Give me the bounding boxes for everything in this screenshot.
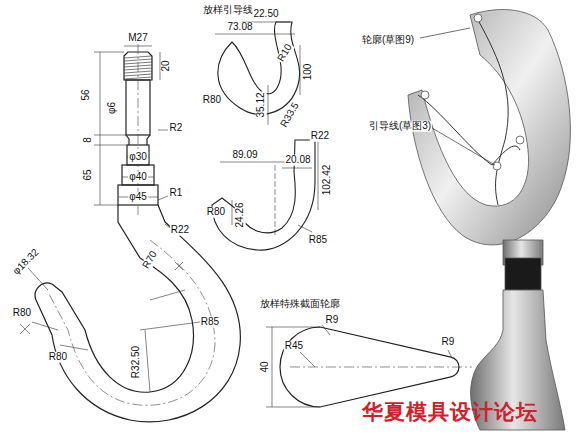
radius-dimension: R33.5	[278, 100, 301, 130]
thread-dimension: M27	[127, 33, 148, 44]
radius-dimension: R9	[325, 315, 340, 326]
diameter-dimension: φ40	[128, 172, 148, 183]
dimension-value: 73.08	[226, 22, 253, 33]
dimension-value: 24.26	[235, 201, 246, 228]
radius-dimension: R2	[169, 123, 184, 134]
diameter-dimension: φ45	[128, 192, 148, 203]
hook-3d-model	[408, 10, 570, 430]
dimension-line	[272, 327, 273, 407]
radius-dimension: R80	[202, 95, 222, 106]
profile-sketch	[275, 165, 276, 235]
dimension-line	[158, 130, 168, 131]
dimension-line	[100, 145, 101, 205]
profile-sketch	[212, 140, 315, 250]
watermark: 华夏模具设计论坛	[361, 401, 539, 423]
profile-sketch	[212, 140, 315, 250]
dimension-line	[60, 345, 88, 350]
center-line	[48, 240, 215, 405]
radius-dimension: R45	[284, 341, 304, 352]
diameter-dimension: φ6	[107, 101, 118, 115]
radius-dimension: R32.50	[131, 345, 142, 379]
sketch-title: 放样引导线	[202, 5, 254, 16]
radius-dimension: R85	[308, 235, 328, 246]
dimension-line	[124, 46, 152, 47]
dimension-value: 89.09	[231, 150, 258, 161]
dimension-value: 22.50	[252, 9, 279, 20]
dimension-line	[94, 205, 118, 206]
hook-3d-model	[493, 162, 501, 170]
dimension-line	[100, 135, 101, 145]
dimension-line	[232, 200, 233, 225]
dimension-line	[175, 262, 183, 270]
hook-3d-model	[478, 20, 508, 205]
dimension-line	[322, 325, 330, 335]
radius-dimension: R80	[48, 352, 68, 363]
dimension-line	[318, 142, 319, 210]
radius-dimension: R22	[170, 225, 190, 236]
dimension-line	[32, 322, 58, 330]
hook-outline	[122, 165, 154, 185]
section-profile	[280, 327, 459, 407]
radius-dimension: R70	[140, 249, 159, 272]
hook-3d-model	[418, 95, 520, 165]
dimension-line	[100, 52, 101, 135]
hook-3d-model	[516, 136, 524, 144]
hook-outline	[124, 59, 152, 61]
dimension-value: 56	[81, 88, 92, 101]
leader-line	[420, 28, 495, 165]
dimension-line	[282, 168, 312, 169]
dimension-line	[145, 330, 150, 392]
hook-3d-model	[474, 14, 482, 22]
dimension-line	[20, 324, 30, 334]
radius-dimension: R22	[310, 131, 330, 142]
diameter-dimension: φ30	[128, 152, 148, 163]
dimension-line	[158, 196, 168, 200]
dimension-value: 35.12	[256, 91, 267, 118]
hook-3d-model	[408, 10, 570, 245]
dimension-value: 65	[83, 168, 94, 181]
dimension-line	[150, 290, 185, 300]
dimension-line	[94, 52, 124, 53]
dimension-line	[94, 135, 126, 136]
dimension-value: 40	[260, 360, 271, 373]
dimension-line	[20, 324, 30, 334]
section-profile	[280, 327, 459, 407]
dimension-line	[300, 352, 315, 367]
leader-line	[432, 128, 495, 165]
dimension-value: 102.42	[322, 164, 333, 197]
hook-outline	[124, 77, 152, 79]
callout-label: 轮廓(草图9)	[361, 35, 415, 46]
dimension-line	[215, 34, 295, 35]
dimension-line	[94, 145, 127, 146]
dimension-line	[28, 268, 48, 290]
radius-dimension: R80	[206, 207, 226, 218]
center-line	[138, 44, 139, 215]
radius-dimension: R9	[441, 337, 456, 348]
dimension-value: 8	[83, 136, 94, 144]
dimension-line	[140, 322, 200, 330]
dimension-line	[20, 22, 452, 407]
diameter-dimension: φ18.32	[10, 246, 41, 277]
hook-3d-model	[505, 258, 541, 290]
leader-line	[420, 28, 470, 38]
hook-3d-model	[421, 91, 429, 99]
radius-dimension: R80	[12, 308, 32, 319]
callout-label: 引导线(草图3)	[368, 121, 432, 132]
center-line	[290, 367, 472, 368]
sketch-title: 放样特殊截面轮廓	[259, 299, 341, 310]
radius-dimension: R1	[169, 188, 184, 199]
radius-dimension: R10	[275, 42, 294, 65]
dimension-line	[268, 85, 269, 125]
hook-outline	[35, 205, 240, 422]
dimension-line	[175, 262, 183, 270]
dimension-value: 20	[161, 59, 172, 72]
dimension-value: 20.08	[284, 155, 311, 166]
dimension-value: 100	[303, 63, 314, 82]
radius-dimension: R85	[200, 317, 220, 328]
